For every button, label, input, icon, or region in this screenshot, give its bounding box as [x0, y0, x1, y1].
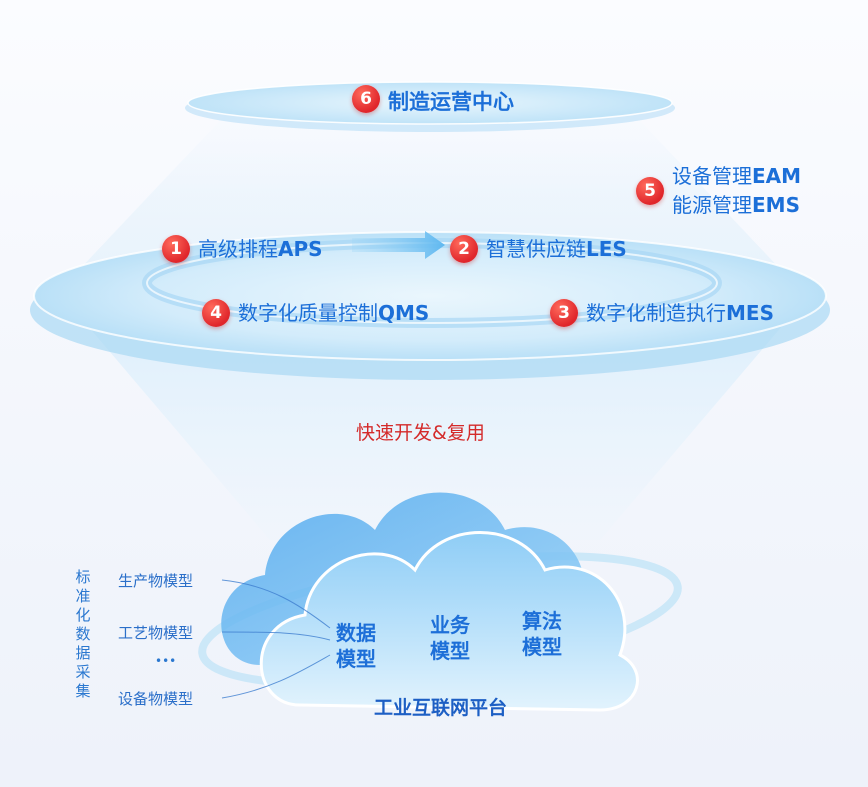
badge-5: 5 [636, 177, 664, 205]
badge-1: 1 [162, 235, 190, 263]
equipment-object-model: 设备物模型 [118, 690, 194, 708]
rapid-dev-reuse-text: 快速开发&复用 [356, 422, 485, 444]
ellipsis: ••• [155, 654, 177, 668]
business-model-label: 业务模型 [430, 613, 470, 663]
manufacturing-ops-center-label: 制造运营中心 [388, 90, 514, 114]
qms-label: 数字化质量控制QMS [238, 301, 430, 325]
les-label: 智慧供应链LES [486, 237, 627, 261]
mes-label: 数字化制造执行MES [586, 301, 774, 325]
algorithm-model-label: 算法模型 [522, 609, 562, 659]
badge-2: 2 [450, 235, 478, 263]
ems-label: 能源管理EMS [672, 193, 800, 217]
standardized-data-collection-label: 标准化数据采集 [75, 568, 91, 700]
badge-4: 4 [202, 299, 230, 327]
badge-6: 6 [352, 85, 380, 113]
data-model-label: 数据模型 [336, 621, 376, 671]
aps-label: 高级排程APS [198, 237, 323, 261]
iiot-platform-label: 工业互联网平台 [374, 697, 508, 719]
badge-3: 3 [550, 299, 578, 327]
eam-label: 设备管理EAM [672, 164, 802, 188]
production-object-model: 生产物模型 [118, 572, 194, 590]
process-object-model: 工艺物模型 [118, 624, 194, 642]
